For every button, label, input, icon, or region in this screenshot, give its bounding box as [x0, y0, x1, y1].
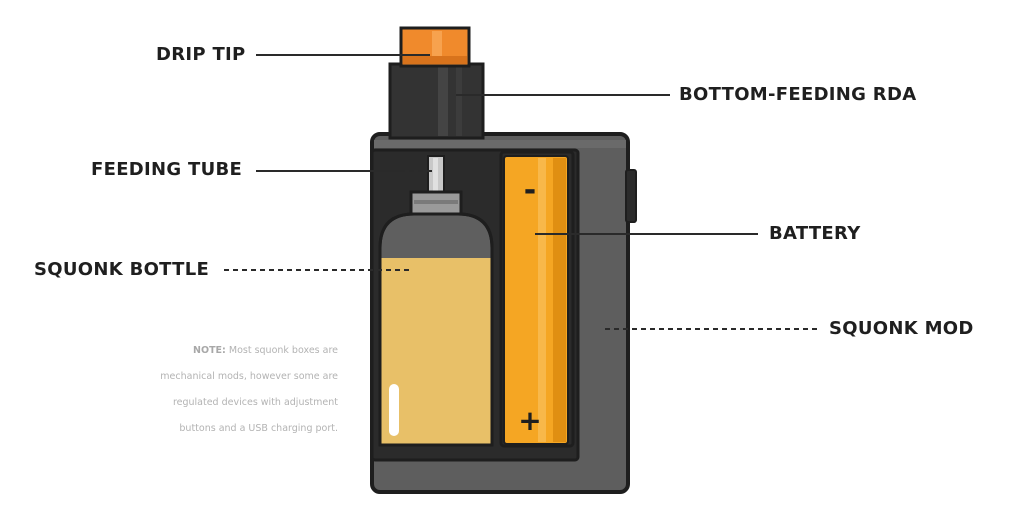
battery-negative-sign: - — [524, 173, 536, 208]
squonk-bottle — [378, 190, 494, 447]
feeding-tube-label: FEEDING TUBE — [91, 159, 243, 180]
note-line-2: mechanical mods, however some are — [160, 371, 338, 382]
note-block: NOTE: Most squonk boxes are mechanical m… — [100, 338, 338, 442]
bottom-feeding-rda-label: BOTTOM-FEEDING RDA — [679, 84, 917, 105]
battery-positive-sign: + — [518, 404, 541, 437]
note-line-1-text: Most squonk boxes are — [228, 345, 338, 356]
drip-tip — [399, 26, 471, 68]
callout-lines — [224, 54, 818, 330]
note-line-1: NOTE: Most squonk boxes are — [100, 338, 338, 364]
battery-label: BATTERY — [769, 223, 861, 244]
feeding-tube — [427, 155, 445, 201]
note-line-3: regulated devices with adjustment — [172, 397, 338, 408]
bottom-feeding-rda — [388, 62, 485, 140]
note-heading: NOTE: — [193, 345, 226, 356]
squonk-bottle-label: SQUONK BOTTLE — [34, 259, 210, 280]
battery: - + — [499, 150, 575, 448]
drip-tip-label: DRIP TIP — [156, 44, 246, 65]
fire-button — [625, 169, 637, 223]
note-line-4: buttons and a USB charging port. — [179, 423, 338, 434]
bottle-highlight — [389, 384, 399, 436]
squonk-mod-label: SQUONK MOD — [829, 318, 974, 339]
